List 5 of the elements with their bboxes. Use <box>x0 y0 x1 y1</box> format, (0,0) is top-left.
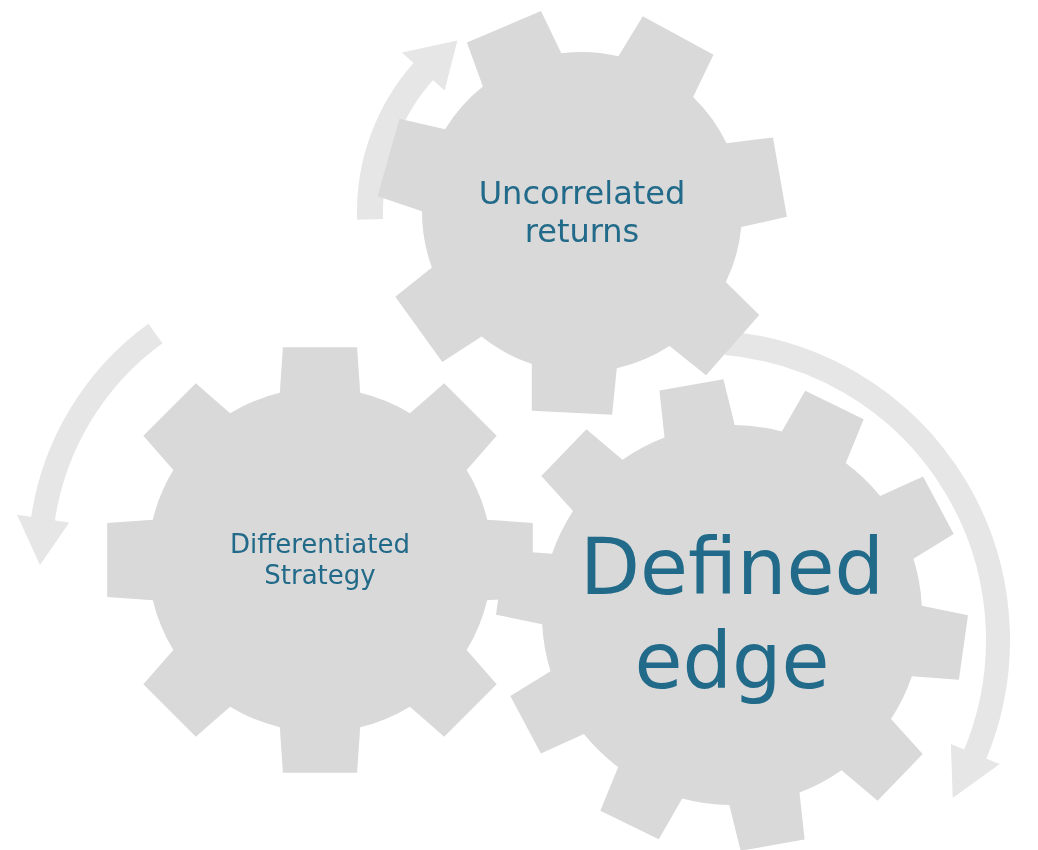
gear-label: Defined edge <box>578 521 886 708</box>
gear <box>496 379 968 850</box>
gear-label: Uncorrelated returns <box>477 173 687 251</box>
gear-label: Differentiated Strategy <box>229 528 411 592</box>
gear <box>104 344 536 776</box>
